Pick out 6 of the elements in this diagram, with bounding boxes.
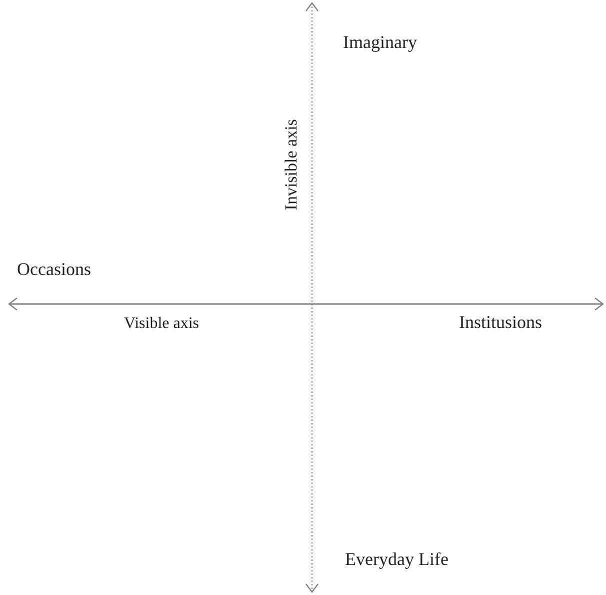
axis-label: Visible axis (124, 314, 200, 334)
axis-label: Occasions (17, 258, 91, 280)
axis-label: Everyday Life (345, 548, 448, 570)
axis-label: Imaginary (343, 31, 417, 54)
axis-label: Invisible axis (280, 118, 302, 212)
axis-label: Institusions (459, 311, 542, 334)
